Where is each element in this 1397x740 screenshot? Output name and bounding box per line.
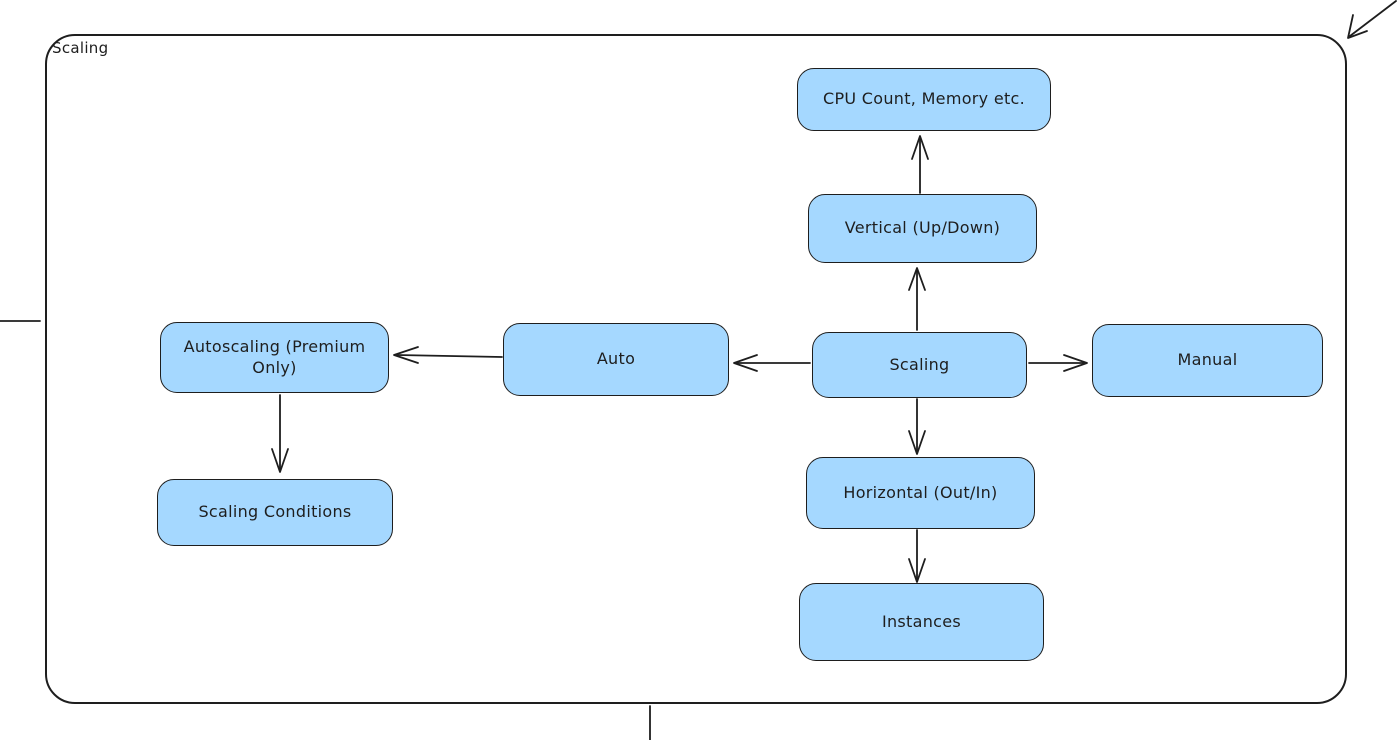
node-cpu-count-memory[interactable]: CPU Count, Memory etc.: [797, 68, 1051, 131]
node-auto[interactable]: Auto: [503, 323, 729, 396]
node-scaling-label: Scaling: [889, 354, 950, 374]
node-vertical-label: Vertical (Up/Down): [844, 218, 1001, 238]
node-cpu-count-memory-label: CPU Count, Memory etc.: [822, 89, 1026, 109]
node-instances-label: Instances: [881, 611, 962, 631]
node-auto-label: Auto: [596, 349, 636, 369]
scaling-frame-label: Scaling: [52, 39, 109, 57]
node-instances[interactable]: Instances: [799, 583, 1044, 661]
node-manual[interactable]: Manual: [1092, 324, 1323, 397]
node-autoscaling-label: Autoscaling (Premium Only): [183, 336, 366, 377]
scaling-frame: [45, 34, 1347, 704]
node-horizontal-label: Horizontal (Out/In): [843, 482, 998, 502]
node-scaling[interactable]: Scaling: [812, 332, 1027, 398]
node-vertical[interactable]: Vertical (Up/Down): [808, 194, 1037, 263]
node-manual-label: Manual: [1177, 350, 1238, 370]
node-scaling-conditions-label: Scaling Conditions: [198, 502, 352, 522]
node-horizontal[interactable]: Horizontal (Out/In): [806, 457, 1035, 529]
external-arrow-top-right: [1347, 0, 1397, 39]
node-scaling-conditions[interactable]: Scaling Conditions: [157, 479, 393, 546]
node-autoscaling[interactable]: Autoscaling (Premium Only): [160, 322, 389, 393]
